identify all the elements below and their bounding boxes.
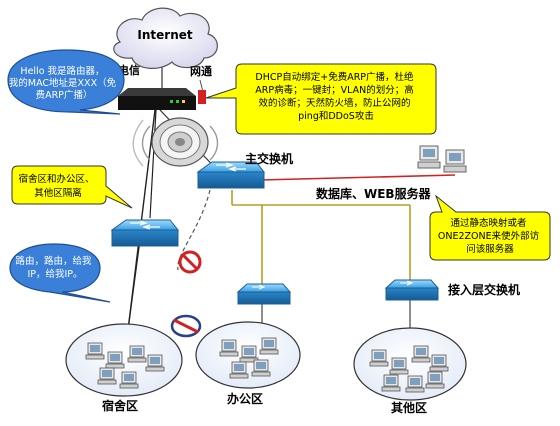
callout-dhcp-features [205,63,437,135]
callout-router-hello [7,49,125,115]
dorm-label: 宿舍区 [102,398,138,413]
db-web-label: 数据库、WEB服务器 [316,186,432,201]
pc-icon [381,374,401,392]
pc-icon [405,375,425,393]
link-dormswitch-zone [127,239,141,331]
link-router-dormswitch [149,109,157,219]
other-label: 其他区 [391,400,427,415]
callout-fake-router [9,243,111,303]
link-main-server [259,174,456,181]
switch-icon [110,219,180,247]
pc-icon [411,345,431,363]
pc-icon [229,361,249,379]
callout-dhcp-features-text: DHCP自动绑定+免费ARP广播，杜绝 ARP病毒；一键封；VLAN的划分；高 … [255,71,416,122]
pc-icon [429,354,449,372]
router-icon [118,88,196,110]
pc-icon [85,342,105,360]
callout-isolation [11,165,133,209]
office-label: 办公区 [227,391,263,406]
netcom-label: 网通 [190,65,212,78]
access-switch-label: 接入层交换机 [448,282,520,297]
netcom-modem-icon [198,90,206,104]
callout-isolation-text: 宿舍区和办公区、 其他区隔离 [18,173,97,199]
pc-icon [105,351,125,369]
pc-icon [369,349,389,367]
pc-icon [259,337,279,355]
pc-icon [85,337,449,393]
pc-icon [251,359,271,377]
pc-icon [389,357,409,375]
cloud-icon [113,7,218,69]
server-icon [417,145,467,173]
switch-icon [196,161,266,189]
callout-router-hello-text: Hello 我是路由器， 我的MAC地址是XXX（免 费ARP广播） [9,65,119,101]
satellite-dish-icon [132,117,219,167]
pc-icon [425,371,445,389]
internet-label: Internet [137,28,192,42]
callout-one2one-text: 通过静态映射或者 ONE2ZONE来使外部访 问该服务器 [438,217,542,255]
pc-icon [145,354,165,372]
pc-icon [97,367,117,385]
pc-icon [127,345,147,363]
prohibit-icon [170,314,202,338]
switch-icon [236,283,292,305]
callout-fake-router-text: 路由，路由，给我 IP，给我IP。 [15,255,94,280]
prohibit-icon [178,250,202,274]
pc-icon [119,371,139,389]
switch-icon [384,279,440,301]
callout-one2one [429,194,551,261]
main-switch-label: 主交换机 [245,151,293,166]
zone-dorm [65,323,183,397]
pc-icon [219,339,239,357]
